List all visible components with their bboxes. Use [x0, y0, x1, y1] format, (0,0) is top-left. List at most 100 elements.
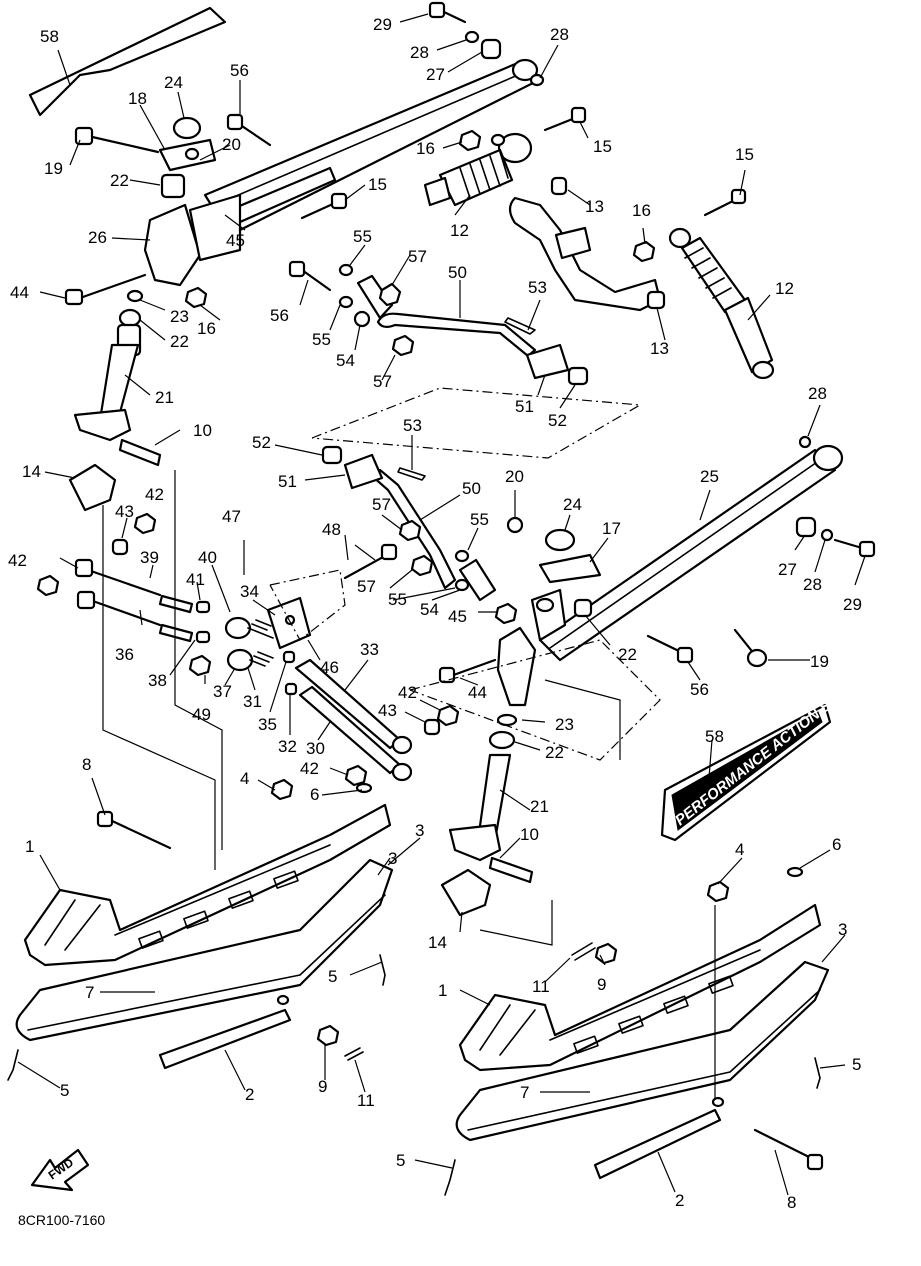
callout-10: 10 [520, 825, 539, 844]
callout-11: 11 [357, 1091, 375, 1110]
callout-54: 54 [336, 351, 355, 370]
callout-34: 34 [240, 582, 259, 601]
stud-5-right-b [444, 1159, 456, 1196]
nut-35 [282, 650, 296, 664]
callout-33: 33 [360, 640, 379, 659]
tie-rod-end-40 [224, 616, 274, 640]
callout-22: 22 [170, 332, 189, 351]
bracket-51-lower [343, 453, 384, 490]
callout-27: 27 [426, 65, 445, 84]
nut-42-left [36, 574, 60, 597]
shock-absorber-left [423, 132, 533, 207]
callout-28: 28 [410, 43, 429, 62]
bolt-15-top [543, 106, 587, 132]
callout-13: 13 [650, 339, 669, 358]
spindle-left [73, 289, 144, 442]
callout-30: 30 [306, 739, 325, 758]
callout-45: 45 [226, 231, 245, 250]
callout-55: 55 [312, 330, 331, 349]
ski-left [15, 803, 394, 1042]
callout-29: 29 [373, 15, 392, 34]
nut-9-left [316, 1024, 340, 1047]
callout-21: 21 [530, 797, 549, 816]
callout-52: 52 [252, 433, 271, 452]
callout-22: 22 [618, 645, 637, 664]
ski-right [455, 903, 830, 1142]
collar-upper-27 [480, 38, 502, 60]
callout-3: 3 [838, 920, 847, 939]
stud-5-left-a [379, 954, 386, 986]
callout-40: 40 [198, 548, 217, 567]
callout-42: 42 [398, 683, 417, 702]
nut-45-lower [494, 602, 518, 625]
callout-9: 9 [318, 1077, 327, 1096]
callout-28: 28 [803, 575, 822, 594]
callout-15: 15 [368, 175, 387, 194]
callout-7: 7 [520, 1083, 529, 1102]
callout-39: 39 [140, 548, 159, 567]
callout-4: 4 [735, 840, 744, 859]
callout-23: 23 [555, 715, 574, 734]
suspension-arm-lower [538, 444, 844, 662]
callout-labels: 58 29 28 27 28 24 56 18 19 20 22 26 45 4… [8, 15, 862, 1228]
washer-28-right [798, 435, 812, 449]
callout-17: 17 [602, 519, 621, 538]
callout-25: 25 [700, 467, 719, 486]
collar-pipe-b [158, 623, 194, 643]
bolt-upper-29 [428, 1, 467, 24]
bolt-upper-19 [74, 126, 160, 154]
callout-19: 19 [44, 159, 63, 178]
callout-45: 45 [448, 607, 467, 626]
shock-absorber-right [668, 227, 775, 380]
callout-28: 28 [808, 384, 827, 403]
callout-24: 24 [563, 495, 582, 514]
tie-rod-33 [294, 658, 413, 755]
rear-bracket-13 [508, 176, 666, 312]
callout-55: 55 [388, 590, 407, 609]
nut-38 [195, 630, 211, 644]
callout-5: 5 [328, 967, 337, 986]
callout-9: 9 [597, 975, 606, 994]
tie-rod-end-37 [226, 648, 274, 672]
callout-14: 14 [22, 462, 41, 481]
bolt-44-lower [438, 658, 497, 684]
nut-49 [188, 654, 212, 677]
washer-upper-28 [464, 30, 480, 44]
callout-13: 13 [585, 197, 604, 216]
runner-right [593, 1096, 725, 1180]
spindle-right [448, 713, 518, 862]
callout-24: 24 [164, 73, 183, 92]
callout-43: 43 [115, 502, 134, 521]
callout-51: 51 [278, 472, 297, 491]
callout-49: 49 [192, 705, 211, 724]
plate-14-left [68, 463, 117, 512]
callout-4: 4 [240, 769, 249, 788]
bracket-51-upper [525, 343, 570, 380]
callout-15: 15 [593, 137, 612, 156]
callout-38: 38 [148, 671, 167, 690]
nut-41 [195, 600, 211, 614]
nut-16-left [184, 286, 208, 309]
callout-55: 55 [470, 510, 489, 529]
callout-51: 51 [515, 397, 534, 416]
callout-11: 11 [532, 977, 550, 996]
tie-rod-30 [298, 685, 413, 782]
callout-42: 42 [300, 759, 319, 778]
stud-5-left-b [7, 1049, 19, 1081]
steering-plate-34 [266, 596, 312, 650]
callout-50: 50 [462, 479, 481, 498]
callout-58: 58 [40, 27, 59, 46]
nut-32 [284, 682, 298, 696]
nut-42-center2 [344, 764, 368, 787]
callout-57: 57 [357, 577, 376, 596]
spindle-bracket-lower [496, 516, 602, 707]
callout-50: 50 [448, 263, 467, 282]
decal-text: PERFORMANCE ACTION SUSPENSION SYSTEM [672, 602, 921, 829]
callout-52: 52 [548, 411, 567, 430]
callout-42: 42 [145, 485, 164, 504]
callout-58: 58 [705, 727, 724, 746]
nut-4-left [270, 778, 294, 801]
bolt-upper-56 [226, 113, 272, 147]
bolt-15-mid [300, 192, 348, 220]
